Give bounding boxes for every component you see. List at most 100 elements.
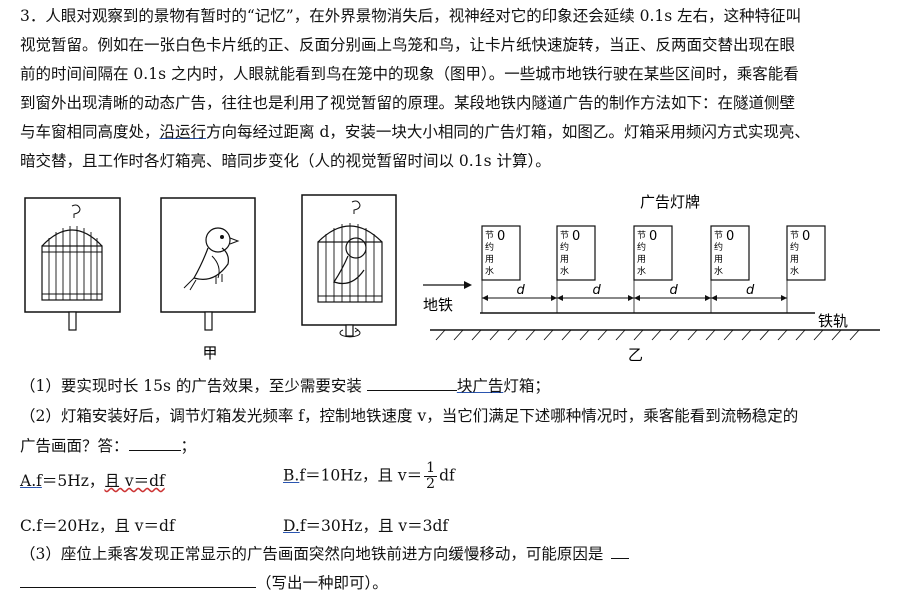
question-3-line-2: （写出一种即可）。 [20, 571, 388, 593]
ad-box-char: 节 [560, 230, 569, 241]
hatch-line [777, 329, 788, 341]
option-a-condition: 且 v＝df [104, 472, 165, 490]
ad-box-char: 用 [637, 254, 646, 265]
ad-box-char: 水 [714, 265, 723, 277]
spacing-label: d [670, 283, 679, 298]
hatch-line [723, 329, 734, 341]
caption-yi: 乙 [628, 346, 643, 364]
spacing-arrowhead [781, 295, 787, 301]
q3-answer-blank-start[interactable] [611, 543, 630, 559]
ad-box-char: 节 [485, 230, 494, 241]
ad-box-digit: 0 [497, 229, 505, 244]
ground-hatching [435, 329, 860, 341]
spacing-arrowhead [551, 295, 557, 301]
spacing-arrowhead [557, 295, 563, 301]
intro-line-3: 前的时间间隔在 0.1s 之内时，人眼就能看到鸟在笼中的现象（图甲）。一些城市地… [20, 65, 799, 83]
intro-line-6: 暗交替，且工作时各灯箱亮、暗同步变化（人的视觉暂留时间以 0.1s 计算）。 [20, 152, 551, 170]
spacing-arrowhead [634, 295, 640, 301]
hatch-line [849, 329, 860, 341]
q2-answer-blank[interactable] [128, 435, 181, 451]
ad-box-digit: 0 [572, 229, 580, 244]
spacing-label: d [746, 283, 755, 298]
q2-end: ； [180, 437, 197, 455]
intro-line-1: 3．人眼对观察到的景物有暂时的“记忆”，在外界景物消失后，视神经对它的印象还会延… [20, 7, 802, 25]
hatch-line [741, 329, 752, 341]
card-bird [160, 197, 256, 331]
ad-title: 广告灯牌 [640, 193, 700, 211]
spacing-arrowhead [628, 295, 634, 301]
question-2-line-2: 广告画面？答： ； [20, 434, 196, 456]
intro-paragraph: 3．人眼对观察到的景物有暂时的“记忆”，在外界景物消失后，视神经对它的印象还会延… [20, 2, 900, 176]
hatch-line [795, 329, 806, 341]
hatch-line [687, 329, 698, 341]
q1-suffix: 灯箱； [503, 377, 550, 395]
option-a[interactable]: A.f＝5Hz，且 v＝df [20, 469, 165, 491]
ad-box-char: 节 [714, 230, 723, 241]
ad-box-char: 约 [485, 241, 494, 253]
hatch-line [705, 329, 716, 341]
spacing-arrowhead [711, 295, 717, 301]
ad-box-char: 用 [790, 254, 799, 265]
ad-box-char: 约 [714, 241, 723, 253]
hatch-line [543, 329, 554, 341]
hatch-line [525, 329, 536, 341]
hatch-line [471, 329, 482, 341]
ad-box-char: 用 [560, 254, 569, 265]
ad-box-char: 水 [790, 265, 799, 277]
spacing-label: d [593, 283, 602, 298]
ad-box-char: 约 [637, 241, 646, 253]
ad-box-char: 节 [637, 230, 646, 241]
ad-box-char: 水 [560, 265, 569, 277]
hatch-line [813, 329, 824, 341]
hatch-line [669, 329, 680, 341]
hatch-line [759, 329, 770, 341]
track-label: 铁轨 [818, 312, 848, 330]
spacing-arrowhead [705, 295, 711, 301]
q1-answer-blank[interactable] [366, 375, 457, 391]
ad-box-digit: 0 [802, 229, 810, 244]
ad-box-char: 水 [637, 265, 646, 277]
hatch-line [615, 329, 626, 341]
option-b-text: f＝10Hz，且 v＝ [299, 466, 423, 485]
hatch-line [507, 329, 518, 341]
option-b-letter: B. [283, 466, 300, 485]
intro-line-5-underlined: 沿运行 [159, 123, 207, 141]
option-b-tail: df [439, 466, 455, 485]
intro-line-5-b: 方向每经过距离 d，安装一块大小相同的广告灯箱，如图乙。灯箱采用频闪方式实现亮、 [206, 123, 810, 141]
option-d-letter: D. [283, 517, 300, 535]
intro-line-5-a: 与车窗相同高度处， [20, 123, 160, 141]
option-d[interactable]: D.f＝30Hz，且 v＝3df [283, 514, 448, 536]
intro-line-2: 视觉暂留。例如在一张白色卡片纸的正、反面分别画上鸟笼和鸟，让卡片纸快速旋转，当正… [20, 36, 796, 54]
q2-answer-prompt: 广告画面？答： [20, 437, 129, 455]
subway-arrowhead [464, 281, 472, 289]
q3-answer-blank[interactable] [20, 572, 256, 588]
q3-text: （3）座位上乘客发现正常显示的广告画面突然向地铁前进方向缓慢移动，可能原因是 [20, 545, 604, 563]
spacing-label: d [517, 283, 526, 298]
fraction-denominator: 2 [426, 476, 436, 492]
card-bird-in-cage [301, 194, 397, 338]
ad-box-digit: 0 [649, 229, 657, 244]
option-c[interactable]: C.f＝20Hz，且 v＝df [20, 517, 175, 535]
ad-box-char: 约 [560, 241, 569, 253]
hatch-line [489, 329, 500, 341]
ad-box-char: 节 [790, 230, 799, 241]
ad-box-char: 用 [714, 254, 723, 265]
hatch-line [453, 329, 464, 341]
hatch-line [831, 329, 842, 341]
question-2-line-1: （2）灯箱安装好后，调节灯箱发光频率 f，控制地铁速度 v，当它们满足下述哪种情… [20, 407, 799, 425]
spacing-arrowhead [482, 295, 488, 301]
hatch-line [435, 329, 446, 341]
hatch-line [633, 329, 644, 341]
hatch-line [561, 329, 572, 341]
option-a-frequency: ＝5Hz， [41, 472, 105, 490]
hatch-line [579, 329, 590, 341]
